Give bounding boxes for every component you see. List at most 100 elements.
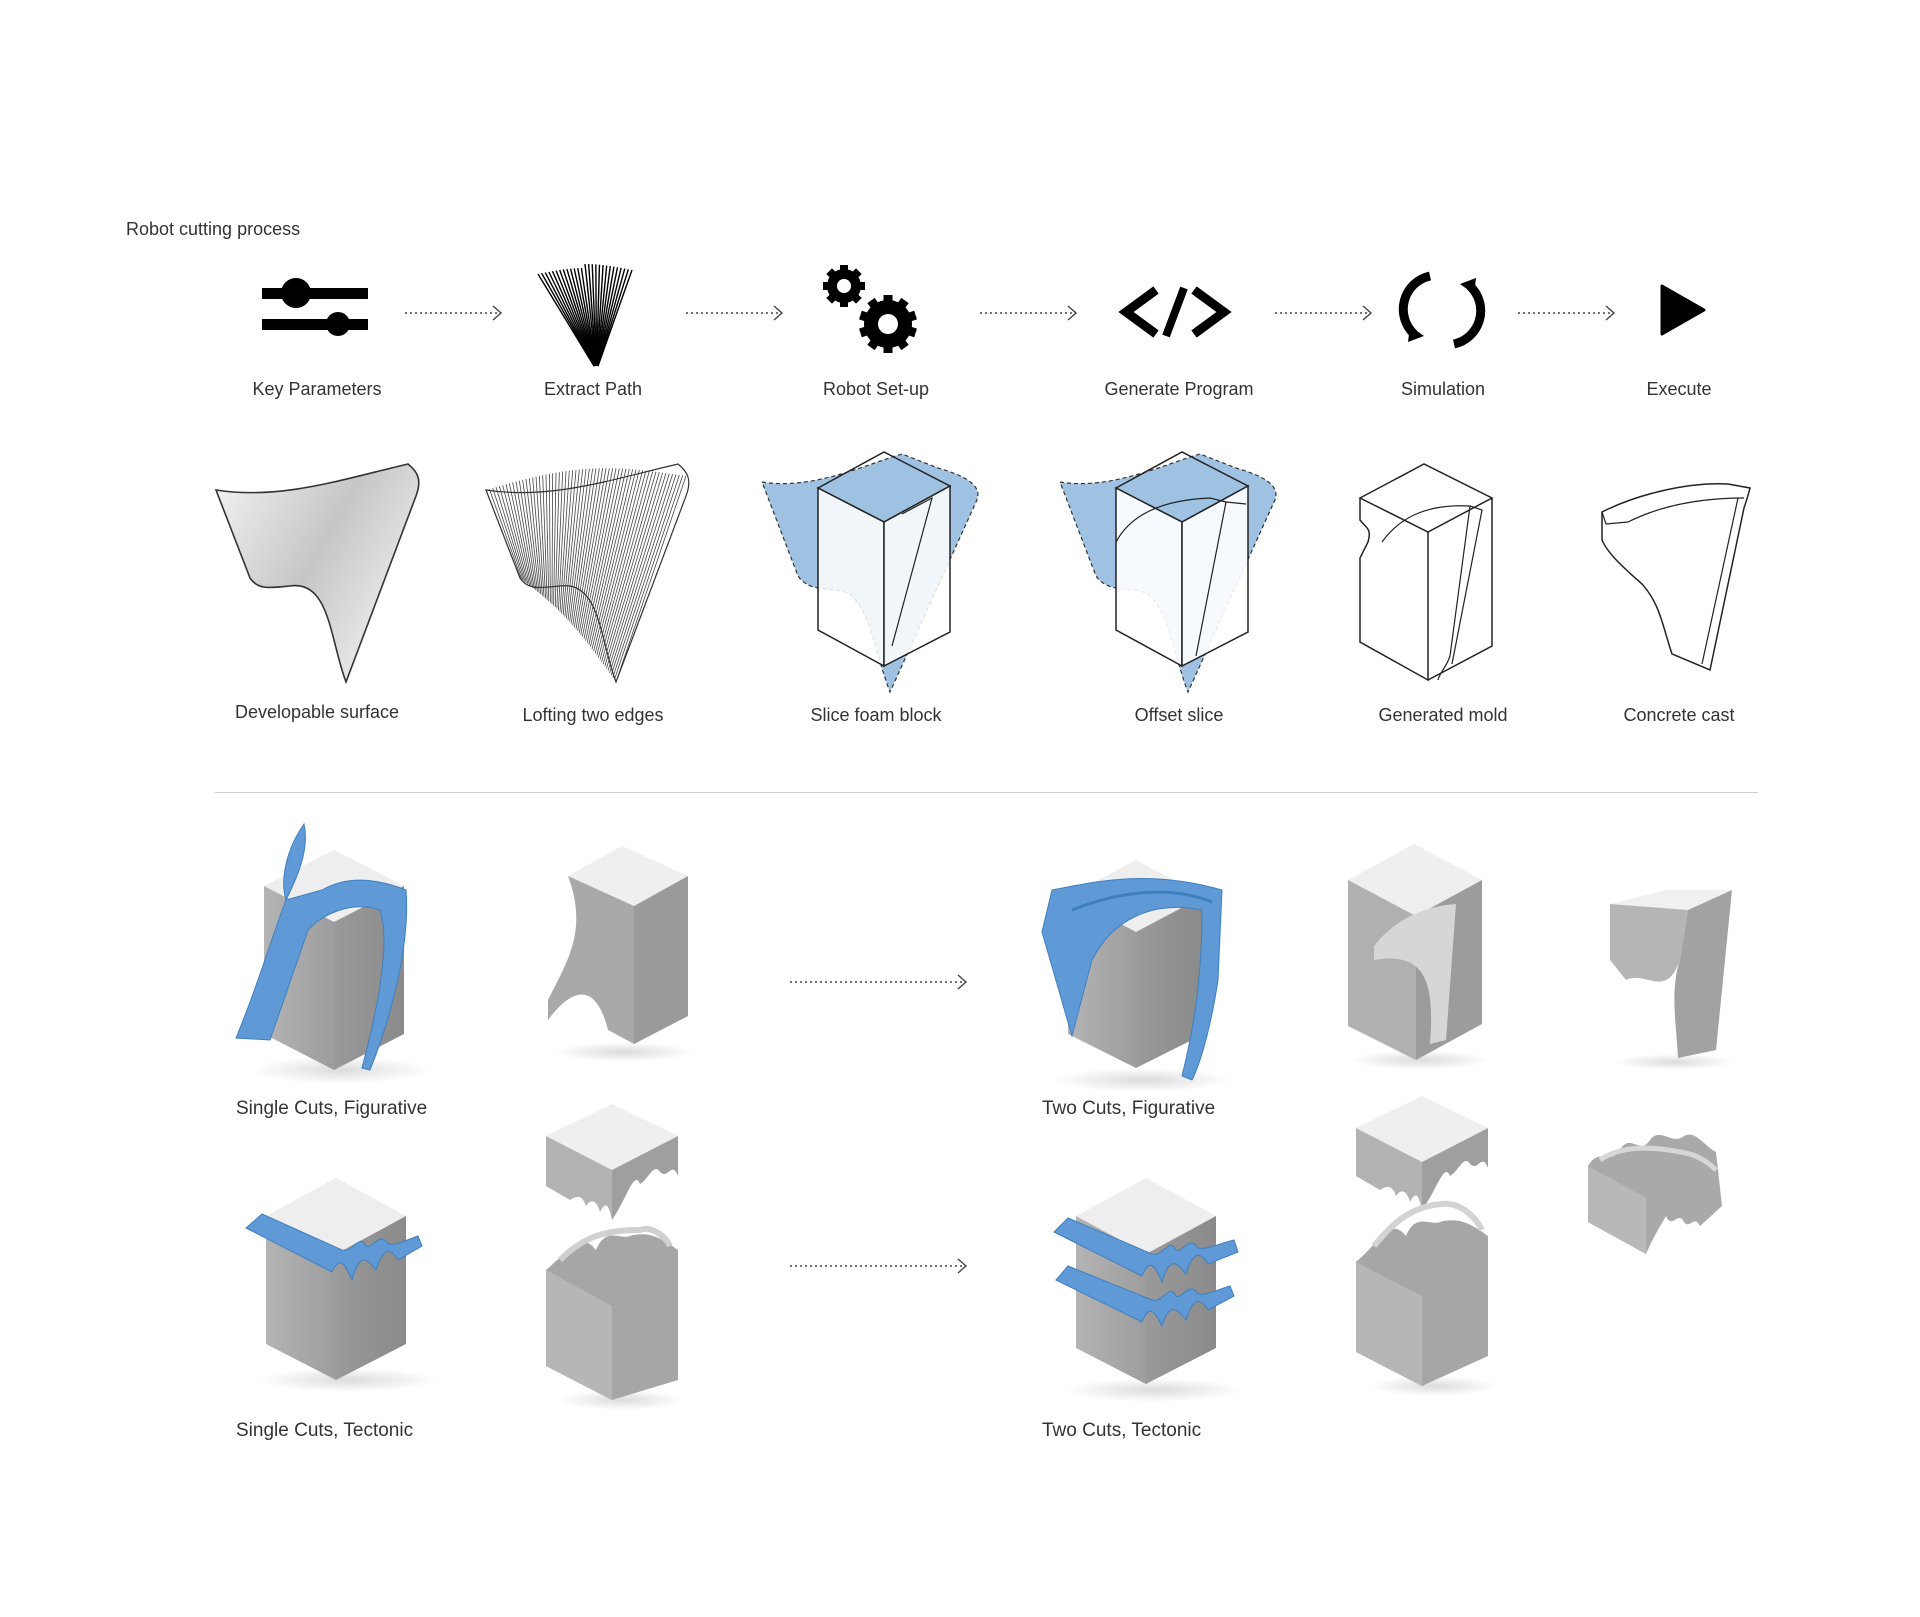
label-single-cuts-figurative: Single Cuts, Figurative — [236, 1098, 428, 1119]
loft-line — [575, 468, 604, 630]
loft-line — [562, 469, 577, 615]
loft-line — [566, 469, 584, 619]
fan-line — [551, 270, 596, 367]
loft-line — [570, 468, 594, 624]
loft-line — [553, 472, 557, 606]
single-cut-figurative-result — [548, 846, 694, 1062]
concrete-cast-figurative — [1610, 890, 1734, 1070]
loft-line — [594, 470, 644, 654]
gear-tooth — [894, 297, 909, 313]
loft-line — [508, 483, 532, 587]
stage-label-generated-mold: Generated mold — [1378, 705, 1508, 725]
gear-tooth — [840, 297, 848, 307]
stage-label-slice-foam: Slice foam block — [810, 705, 942, 725]
lofting-edges-figure — [485, 463, 690, 684]
step-label-simulation: Simulation — [1400, 379, 1486, 399]
loft-line — [602, 472, 660, 665]
fan-line — [596, 265, 604, 367]
loft-line — [518, 480, 537, 591]
loft-line — [601, 471, 657, 662]
loft-line — [599, 471, 654, 660]
arrow-figurative — [790, 974, 968, 990]
refresh-icon — [1398, 271, 1486, 349]
loft-line — [502, 485, 529, 585]
gear-tooth — [823, 282, 833, 290]
gear-tooth — [903, 325, 917, 338]
loft-line — [577, 468, 607, 631]
fan-line — [548, 271, 596, 367]
loft-line — [588, 468, 630, 645]
gear-tooth — [859, 310, 873, 323]
code-icon — [1118, 286, 1232, 338]
generated-mold-figure — [1358, 463, 1494, 682]
gear-tooth — [903, 310, 917, 323]
arrow-2 — [686, 305, 784, 321]
gear-tooth — [826, 268, 840, 282]
gear-tooth — [867, 335, 882, 351]
loft-line — [525, 478, 540, 593]
fan-line — [597, 268, 626, 367]
gear-tooth — [867, 297, 882, 313]
loft-line — [498, 486, 527, 583]
loft-line — [515, 481, 535, 590]
fan-line — [597, 269, 630, 367]
loft-line — [488, 488, 522, 580]
loft-line — [532, 477, 543, 596]
slice-foam-block-figure — [761, 451, 979, 694]
play-icon — [1660, 284, 1706, 336]
loft-line — [569, 468, 590, 622]
fan-line — [541, 272, 595, 367]
stage-label-lofting: Lofting two edges — [522, 705, 664, 725]
arrow-5 — [1518, 305, 1616, 321]
gears-icon — [823, 265, 917, 353]
loft-line — [614, 475, 684, 680]
fan-line — [595, 264, 601, 367]
fan-line — [577, 268, 597, 367]
stage-label-offset-slice: Offset slice — [1134, 705, 1224, 725]
fan-line — [562, 269, 596, 367]
loft-line — [606, 472, 667, 669]
loft-line — [542, 475, 548, 600]
loft-line — [505, 484, 530, 586]
loft-line — [567, 468, 587, 621]
diagram-title: Robot cutting process — [126, 219, 301, 239]
label-two-cuts-tectonic: Two Cuts, Tectonic — [1042, 1420, 1202, 1441]
loft-line — [561, 470, 574, 614]
loft-line — [610, 474, 677, 676]
fan-line — [584, 263, 597, 367]
fan-line — [595, 264, 598, 367]
gear-tooth — [826, 290, 840, 304]
two-cuts-figurative-mold — [1348, 844, 1490, 1070]
loft-line — [580, 468, 614, 635]
loft-line — [545, 474, 550, 602]
fan-line — [559, 269, 596, 367]
loft-line — [582, 468, 617, 637]
loft-line — [574, 468, 600, 628]
loft-line — [596, 470, 647, 656]
fan-line — [544, 272, 595, 367]
loft-line — [572, 468, 597, 626]
gear-tooth — [894, 335, 909, 351]
offset-slice-figure — [1059, 451, 1277, 694]
arrow-tectonic — [790, 1258, 968, 1274]
loft-line — [585, 468, 624, 641]
fan-line — [566, 268, 596, 367]
loft-line — [564, 469, 580, 617]
loft-line — [591, 469, 637, 650]
label-single-cuts-tectonic: Single Cuts, Tectonic — [236, 1420, 414, 1441]
sliders-icon — [262, 278, 368, 336]
loft-line — [512, 482, 534, 588]
loft-line — [607, 473, 670, 671]
label-two-cuts-figurative: Two Cuts, Figurative — [1042, 1098, 1216, 1119]
loft-line — [583, 468, 620, 639]
loft-line — [551, 473, 554, 605]
loft-line — [495, 486, 526, 582]
loft-line — [615, 475, 687, 683]
loft-line — [558, 471, 567, 611]
step-label-generate-program: Generate Program — [1104, 379, 1254, 399]
fan-line — [597, 269, 633, 367]
loft-line — [612, 474, 680, 678]
loft-line — [528, 478, 542, 595]
single-cut-tectonic-separated — [546, 1104, 686, 1410]
step-label-key-parameters: Key Parameters — [252, 379, 382, 399]
